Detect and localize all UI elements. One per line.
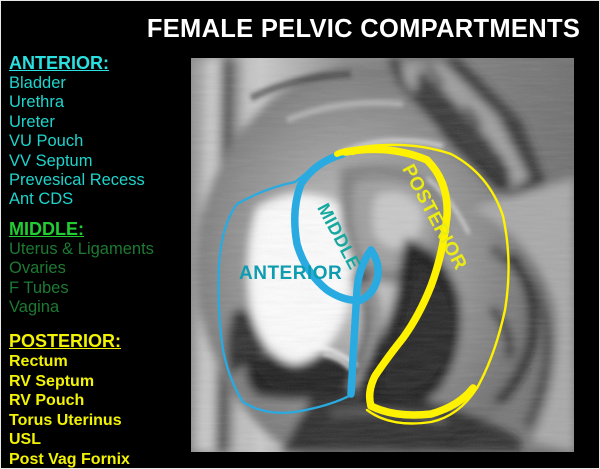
legend-heading-anterior: ANTERIOR: <box>9 53 109 73</box>
list-item: Torus Uterinus <box>9 411 122 429</box>
list-item: Urethra <box>9 93 65 112</box>
list-item: Ureter <box>9 112 55 131</box>
compartment-junction-marker <box>334 148 356 157</box>
list-item: Ant CDS <box>9 190 74 209</box>
anterior-compartment-outline-thick <box>291 150 382 398</box>
page-title: FEMALE PELVIC COMPARTMENTS <box>146 15 581 43</box>
list-item: Post Vag Fornix <box>9 450 130 468</box>
list-item: Vagina <box>9 298 60 317</box>
posterior-compartment-outline-thin <box>343 143 510 425</box>
legend-heading-posterior: POSTERIOR: <box>9 331 122 351</box>
list-item: USL <box>9 431 41 449</box>
list-item: Ovaries <box>9 259 66 278</box>
list-item: RV Septum <box>9 372 95 390</box>
list-item: Rectum <box>9 353 68 370</box>
mri-image: ANTERIOR MIDDLE POSTERIOR <box>191 58 574 452</box>
legend-section-posterior: POSTERIOR: Rectum RV Septum RV Pouch Tor… <box>9 331 130 468</box>
list-item: Uterus & Ligaments <box>9 240 154 258</box>
list-item: F Tubes <box>9 278 69 297</box>
legend-section-middle: MIDDLE: Uterus & Ligaments Ovaries F Tub… <box>9 219 154 318</box>
posterior-compartment-outline-thick <box>341 145 477 419</box>
mri-sagittal-scan <box>191 58 574 452</box>
list-item: RV Pouch <box>9 392 85 410</box>
list-item: VV Septum <box>9 151 93 170</box>
legend-section-anterior: ANTERIOR: Bladder Urethra Ureter VU Pouc… <box>9 53 145 210</box>
list-item: VU Pouch <box>9 132 84 151</box>
legend-heading-middle: MIDDLE: <box>9 219 84 239</box>
list-item: Bladder <box>9 74 66 92</box>
list-item: Prevesical Recess <box>9 171 145 190</box>
